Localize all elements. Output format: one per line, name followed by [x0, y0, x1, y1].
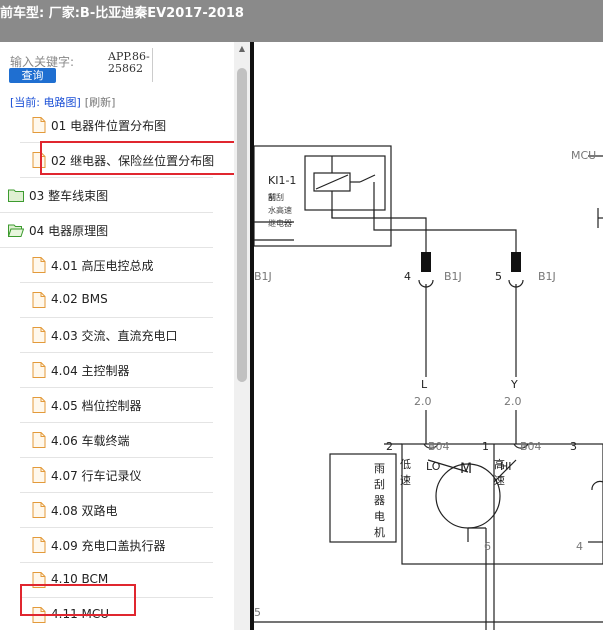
b1j-label-a: B1J — [444, 270, 462, 283]
pin-4b: 4 — [576, 540, 583, 553]
tree-item[interactable]: 4.02 BMS — [20, 283, 213, 318]
tree-item[interactable]: 04 电器原理图 — [0, 213, 213, 248]
circuit-diagram: KI1-1 MCU 4 5 B1J B1J B1J L Y 2.0 2.0 2 … — [253, 42, 603, 630]
relay-desc: 刮 — [268, 192, 276, 202]
tree-item[interactable]: 01 电器件位置分布图 — [20, 108, 213, 143]
motor-m: M — [460, 461, 472, 477]
search-divider — [152, 48, 153, 82]
tree-view: 01 电器件位置分布图 02 继电器、保险丝位置分布图 03 整车线束图 04 电器原… — [0, 108, 234, 630]
folder-icon — [8, 188, 24, 204]
tree-item[interactable]: 4.03 交流、直流充电口 — [20, 318, 213, 353]
search-panel: 输入关键字: APP.86-25862 查询 — [0, 42, 234, 90]
relay-desc: 继电器 — [268, 218, 292, 228]
tree-item[interactable]: 4.06 车载终端 — [20, 423, 213, 458]
wire-color-l: L — [421, 378, 428, 391]
tree-item[interactable]: 4.05 档位控制器 — [20, 388, 213, 423]
tree-item-label: 4.06 车载终端 — [51, 434, 130, 448]
tree-item-label: 4.10 BCM — [51, 572, 109, 586]
tree-item[interactable]: 02 继电器、保险丝位置分布图 — [20, 143, 215, 178]
file-icon — [32, 117, 46, 133]
file-icon — [32, 292, 46, 308]
tree-item-label: 4.05 档位控制器 — [51, 399, 142, 413]
tree-item-label: 4.08 双路电 — [51, 504, 118, 518]
connector-pin-4 — [421, 252, 431, 272]
b04-label-b: B04 — [520, 440, 542, 453]
mcu-label: MCU — [571, 149, 596, 162]
scroll-thumb[interactable] — [237, 68, 247, 382]
file-icon — [32, 362, 46, 378]
wire-gauge-b: 2.0 — [504, 395, 522, 408]
file-icon — [32, 502, 46, 518]
pin-6: 6 — [484, 540, 491, 553]
motor-label: 机 — [374, 525, 385, 539]
scroll-up-icon[interactable]: ▲ — [238, 44, 246, 53]
circuit-svg: KI1-1 MCU 4 5 B1J B1J B1J L Y 2.0 2.0 2 … — [253, 145, 603, 630]
sidebar-scrollbar[interactable]: ▲ — [234, 42, 250, 630]
tree-item-label: 01 电器件位置分布图 — [51, 119, 167, 133]
file-icon — [32, 467, 46, 483]
pane-splitter[interactable] — [250, 42, 254, 630]
high-speed-label: 高 — [494, 457, 505, 471]
highlight-box-mcu — [20, 584, 136, 616]
relay-desc: 水高速 — [268, 205, 292, 215]
refresh-link[interactable]: [刷新] — [84, 96, 116, 109]
tree-item[interactable]: 03 整车线束图 — [0, 178, 213, 213]
wire-color-y: Y — [510, 378, 518, 391]
b1j-label-b: B1J — [538, 270, 556, 283]
pin-1: 1 — [482, 440, 489, 453]
title-bar: 前车型: 厂家:B-比亚迪秦EV2017-2018 — [0, 0, 603, 42]
search-button[interactable]: 查询 — [9, 68, 56, 83]
tree-item[interactable]: 4.08 双路电 — [20, 493, 213, 528]
tree-item-label: 4.04 主控制器 — [51, 364, 130, 378]
pin-5: 5 — [495, 270, 502, 283]
tree-item[interactable]: 4.07 行车记录仪 — [20, 458, 213, 493]
tree-item[interactable]: 4.09 充电口盖执行器 — [20, 528, 213, 563]
connector-pin-5 — [511, 252, 521, 272]
search-label: 输入关键字: — [10, 55, 75, 69]
file-icon — [32, 397, 46, 413]
lo-label: LO — [426, 460, 441, 473]
tree-item[interactable]: 4.01 高压电控总成 — [20, 248, 213, 283]
wire-gauge-a: 2.0 — [414, 395, 432, 408]
tree-item-label: 4.03 交流、直流充电口 — [51, 329, 178, 343]
tree-item-label: 4.09 充电口盖执行器 — [51, 539, 166, 553]
tree-item-label: 4.02 BMS — [51, 292, 108, 306]
file-icon — [32, 257, 46, 273]
relay-label: KI1-1 — [268, 174, 296, 187]
relay-desc: 前刮 — [268, 192, 284, 202]
sidebar: 输入关键字: APP.86-25862 查询 [当前: 电路图][刷新] 01 … — [0, 42, 250, 630]
low-speed-label: 速 — [400, 474, 411, 487]
relay-box — [304, 155, 386, 211]
motor-label: 刮 — [374, 477, 385, 491]
relay-desc: 前 — [268, 192, 276, 202]
tree-item-label: 4.01 高压电控总成 — [51, 259, 154, 273]
file-icon — [32, 537, 46, 553]
tree-item-label: 03 整车线束图 — [29, 189, 109, 203]
pin-3: 3 — [570, 440, 577, 453]
file-icon — [32, 432, 46, 448]
breadcrumb-current: [当前: 电路图] — [10, 96, 81, 109]
vehicle-title: 前车型: 厂家:B-比亚迪秦EV2017-2018 — [0, 6, 244, 21]
app-number: APP.86-25862 — [108, 50, 150, 75]
low-speed-label: 低 — [400, 458, 411, 471]
motor-label: 雨 — [374, 462, 385, 475]
tree-item-label: 02 继电器、保险丝位置分布图 — [51, 154, 215, 168]
folder-open-icon — [7, 223, 25, 239]
highlight-box-relay — [40, 141, 243, 175]
breadcrumb: [当前: 电路图][刷新] — [10, 94, 115, 110]
hi-label: HI — [500, 460, 512, 473]
motor-label: 器 — [374, 494, 385, 507]
tree-item-label: 04 电器原理图 — [29, 224, 109, 238]
motor-label: 电 — [374, 510, 385, 523]
relay-frame — [253, 145, 392, 247]
tree-item[interactable]: 4.04 主控制器 — [20, 353, 213, 388]
b1j-label-left: B1J — [254, 270, 272, 283]
file-icon — [32, 327, 46, 343]
b04-label-a: B04 — [428, 440, 450, 453]
pin-2: 2 — [386, 440, 393, 453]
pin-4: 4 — [404, 270, 411, 283]
tree-item-label: 4.07 行车记录仪 — [51, 469, 142, 483]
pin-5b: 5 — [254, 606, 261, 619]
high-speed-label: 速 — [494, 474, 505, 487]
